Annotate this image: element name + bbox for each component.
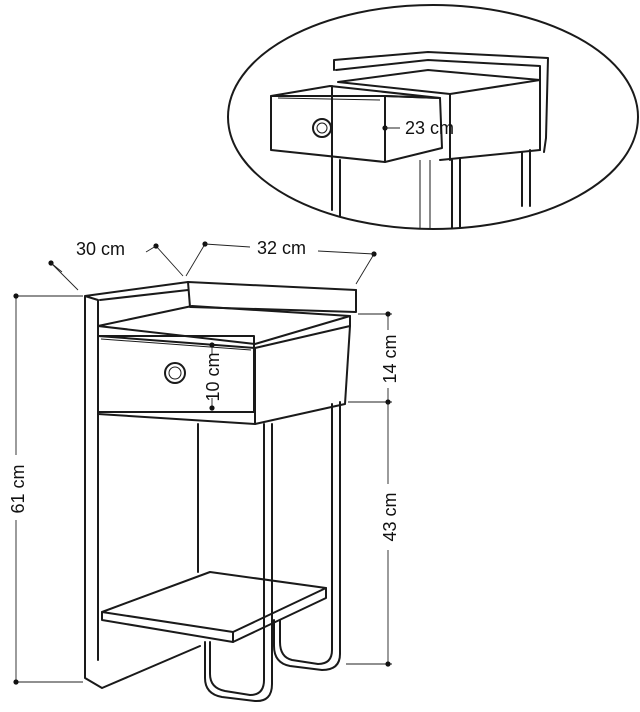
dimension-lines: 30 cm 32 cm 61 cm 14 cm 43 cm xyxy=(8,238,400,685)
drawer-detail-inset: 23 cm xyxy=(227,4,639,230)
detail-ellipse-frame xyxy=(227,4,639,230)
detail-drawer-handle xyxy=(312,118,332,138)
width-label: 32 cm xyxy=(257,238,306,258)
height-label: 61 cm xyxy=(8,464,28,513)
drawer-extension-label: 23 cm xyxy=(405,118,454,138)
drawer-handle xyxy=(164,362,186,384)
drawer-front-label: 10 cm xyxy=(203,352,223,401)
nightstand-drawing xyxy=(84,281,357,703)
leg-height-label: 43 cm xyxy=(380,492,400,541)
depth-label: 30 cm xyxy=(76,239,125,259)
drawer-front xyxy=(97,335,255,413)
drawer-section-label: 14 cm xyxy=(380,334,400,383)
